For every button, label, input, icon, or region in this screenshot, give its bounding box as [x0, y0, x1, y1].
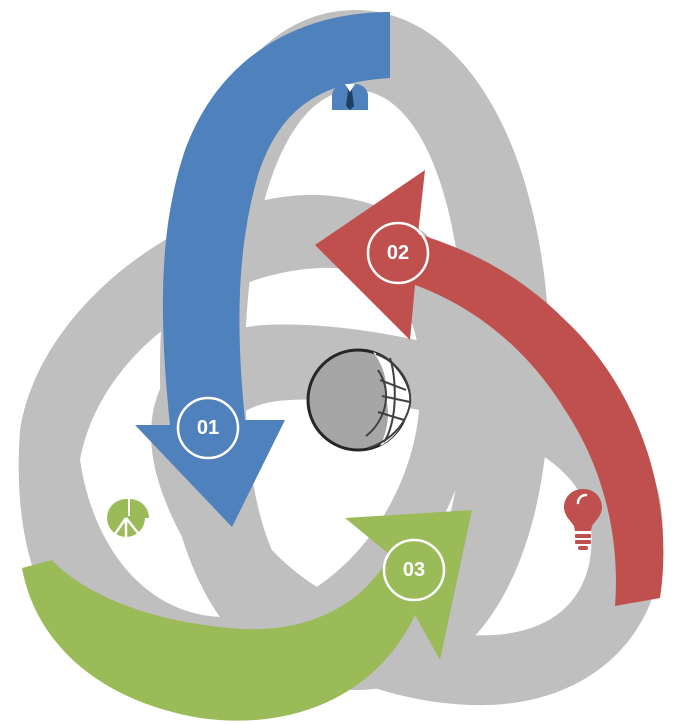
step-01-label: 01 — [197, 417, 219, 439]
person-icon — [332, 64, 368, 110]
red-arrow-shape — [315, 170, 664, 606]
ring-left — [18, 194, 481, 695]
globe-icon — [306, 348, 412, 452]
step-02-badge-ring — [366, 221, 430, 285]
ring-right — [151, 324, 664, 706]
step-02-arrow[interactable]: 02 — [315, 170, 664, 606]
step-02-label: 02 — [387, 242, 409, 264]
step-03-label: 03 — [403, 559, 425, 581]
step-01-badge-ring — [176, 396, 240, 460]
green-arrow-shape — [22, 510, 472, 721]
step-03-arrow[interactable]: 03 — [22, 510, 472, 721]
lightbulb-icon — [564, 489, 602, 550]
step-03-badge-ring — [382, 538, 446, 602]
step-01-arrow[interactable]: 01 — [135, 12, 390, 527]
pie-chart-icon — [107, 497, 149, 537]
